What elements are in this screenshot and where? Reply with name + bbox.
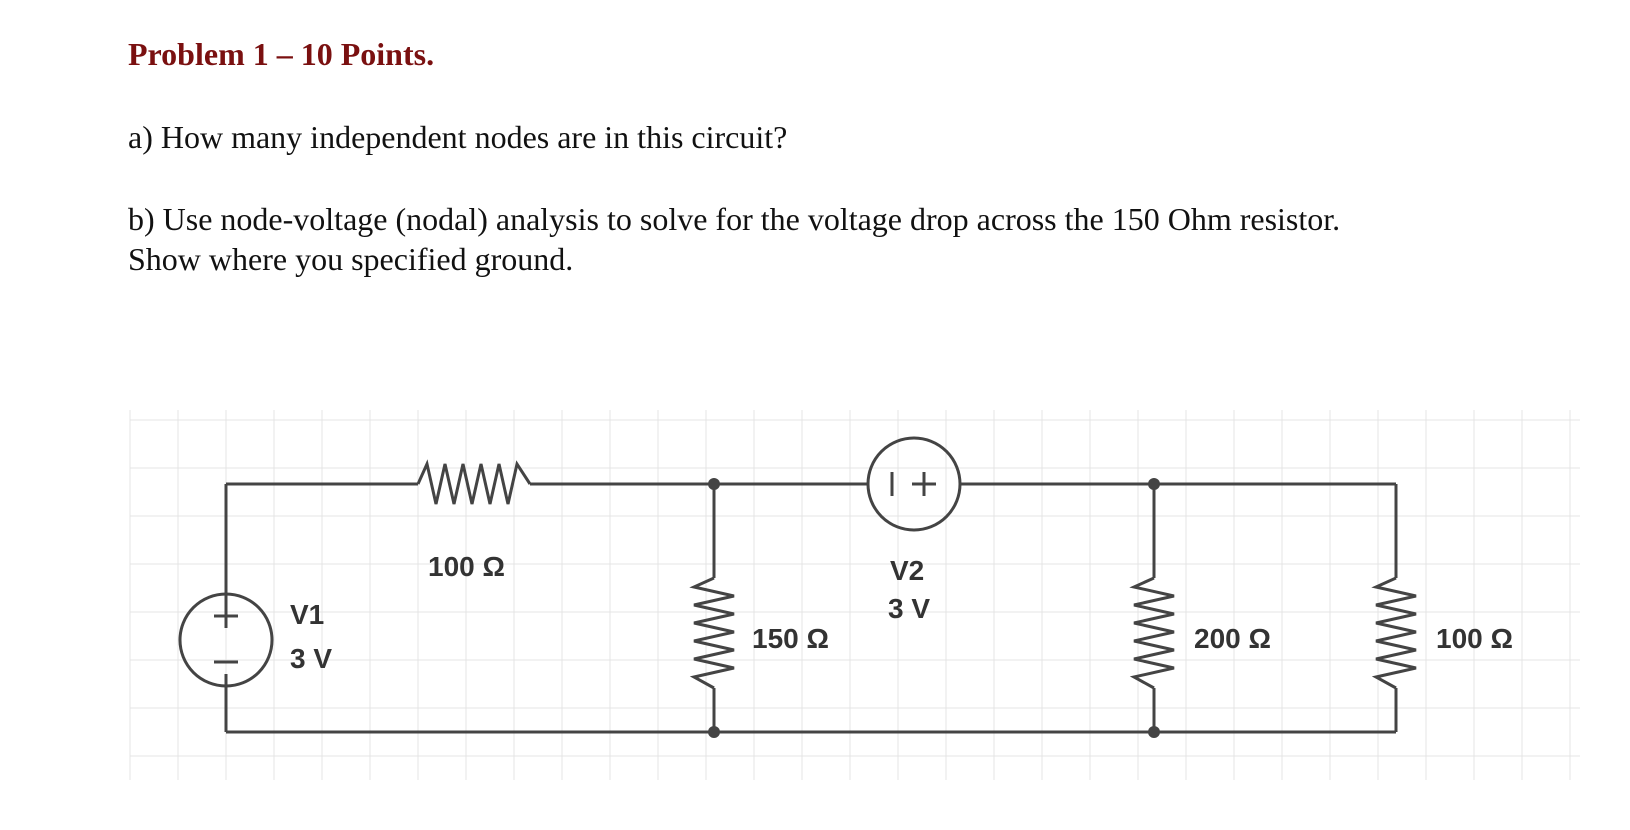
node-dot-top-right (1148, 478, 1160, 490)
question-part-a: a) How many independent nodes are in thi… (128, 119, 788, 155)
grid-background (129, 410, 1580, 780)
resistor-100-top (416, 459, 532, 505)
label-v1-name: V1 (290, 599, 324, 630)
node-dot-bottom-left (708, 726, 720, 738)
problem-title: Problem 1 – 10 Points. (128, 36, 435, 72)
resistor-200 (1129, 576, 1175, 690)
resistor-100-right (1371, 576, 1417, 690)
node-dot-bottom-right (1148, 726, 1160, 738)
label-v2-value: 3 V (888, 593, 930, 624)
node-dot-top-left (708, 478, 720, 490)
resistor-150 (689, 576, 735, 690)
label-r150: 150 Ω (752, 623, 829, 654)
label-v1-value: 3 V (290, 643, 332, 674)
label-r100-right: 100 Ω (1436, 623, 1513, 654)
question-part-b-line1: b) Use node-voltage (nodal) analysis to … (128, 201, 1341, 237)
question-part-b-line2: Show where you specified ground. (128, 241, 574, 277)
circuit-wires (224, 482, 1398, 734)
voltage-source-v1 (178, 592, 274, 688)
label-r200: 200 Ω (1194, 623, 1271, 654)
label-r100-top: 100 Ω (428, 551, 505, 582)
label-v2-name: V2 (890, 555, 924, 586)
voltage-source-v2 (866, 436, 962, 532)
